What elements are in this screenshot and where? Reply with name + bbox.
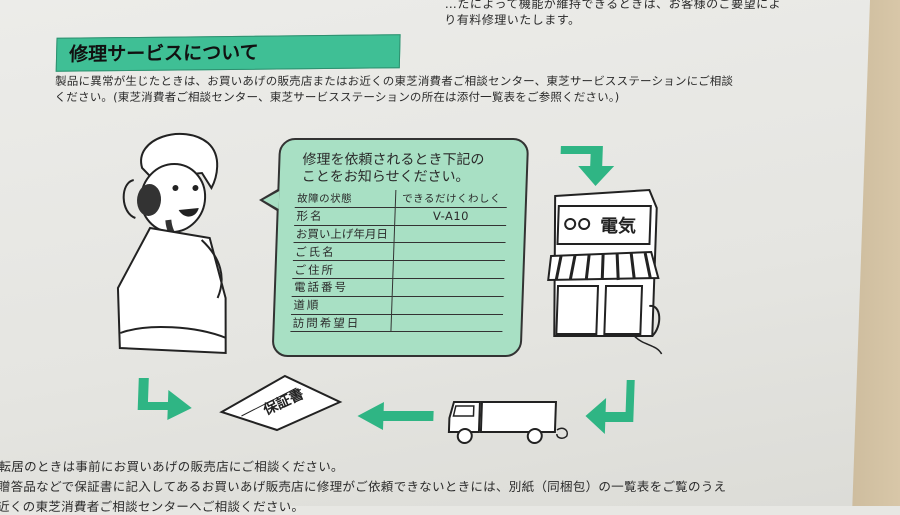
store-illustration: 電気 <box>547 188 663 355</box>
form-header-row: 故障の状態 できるだけくわしく <box>294 190 508 208</box>
intro-line1: 製品に異常が生じたときは、お買いあげの販売店またはお近くの東芝消費者ご相談センタ… <box>54 74 734 88</box>
bubble-title-line2: ことをお知らせください。 <box>301 169 470 185</box>
truck-illustration <box>447 401 568 444</box>
form-header-value: できるだけくわしく <box>395 190 508 208</box>
form-row: 電話番号 <box>291 278 505 297</box>
form-value <box>391 296 504 315</box>
form-label: 電話番号 <box>291 278 393 297</box>
form-label: ご氏名 <box>292 242 395 261</box>
flow-arrow-icon <box>585 380 635 434</box>
manual-page: …たによって機能が維持できるときは、お客様のご要望によ り有料修理いたします。 … <box>0 0 871 514</box>
intro-line2: ください。(東芝消費者ご相談センター、東芝サービスステーションの所在は添付一覧表… <box>54 89 620 104</box>
form-row: 形名 V-A10 <box>294 207 507 226</box>
bottom-note-line1: ご転居のときは事前にお買いあげの販売店にご相談ください。 <box>0 459 345 474</box>
flow-arrow-icon <box>357 402 434 430</box>
repair-info-form: 故障の状態 できるだけくわしく 形名 V-A10 お買い上げ年月日 ご氏名 ご住… <box>290 190 508 332</box>
warranty-document-illustration: 保証書 <box>219 374 343 432</box>
form-label: お買い上げ年月日 <box>293 225 395 243</box>
bubble-tail-fill <box>262 191 280 209</box>
woman-phone-illustration <box>116 133 227 355</box>
top-note-line1: …たによって機能が維持できるときは、お客様のご要望によ <box>444 0 782 11</box>
flow-arrow-icon <box>137 378 192 420</box>
form-value <box>392 260 505 279</box>
form-value <box>390 314 504 332</box>
bubble-title: 修理を依頼されるとき下記の ことをお知らせください。 <box>302 152 513 186</box>
bottom-note-line2: ご贈答品などで保証書に記入してあるお買いあげ販売店に修理がご依頼できないときには… <box>0 479 727 494</box>
top-note-line2: り有料修理いたします。 <box>444 13 581 27</box>
store-sign: 電気 <box>600 215 637 237</box>
form-header-label: 故障の状態 <box>294 190 396 208</box>
form-row: お買い上げ年月日 <box>293 225 507 243</box>
intro-paragraph: 製品に異常が生じたときは、お買いあげの販売店またはお近くの東芝消費者ご相談センタ… <box>54 74 835 105</box>
form-value <box>394 225 507 243</box>
form-label: 形名 <box>294 207 396 226</box>
form-label: 訪問希望日 <box>290 314 392 332</box>
form-value: V-A10 <box>394 207 507 226</box>
form-value <box>392 278 505 297</box>
form-row: 訪問希望日 <box>290 314 504 332</box>
form-row: 道順 <box>291 296 504 315</box>
section-heading: 修理サービスについて <box>55 34 401 72</box>
flow-arrow-icon <box>560 146 615 186</box>
form-row: ご氏名 <box>292 242 506 261</box>
form-value <box>393 242 506 261</box>
top-note: …たによって機能が維持できるときは、お客様のご要望によ り有料修理いたします。 <box>444 0 781 28</box>
form-label: 道順 <box>291 296 393 315</box>
form-label: ご住所 <box>292 260 394 279</box>
form-row: ご住所 <box>292 260 505 279</box>
bubble-title-line1: 修理を依頼されるとき下記の <box>302 152 485 168</box>
